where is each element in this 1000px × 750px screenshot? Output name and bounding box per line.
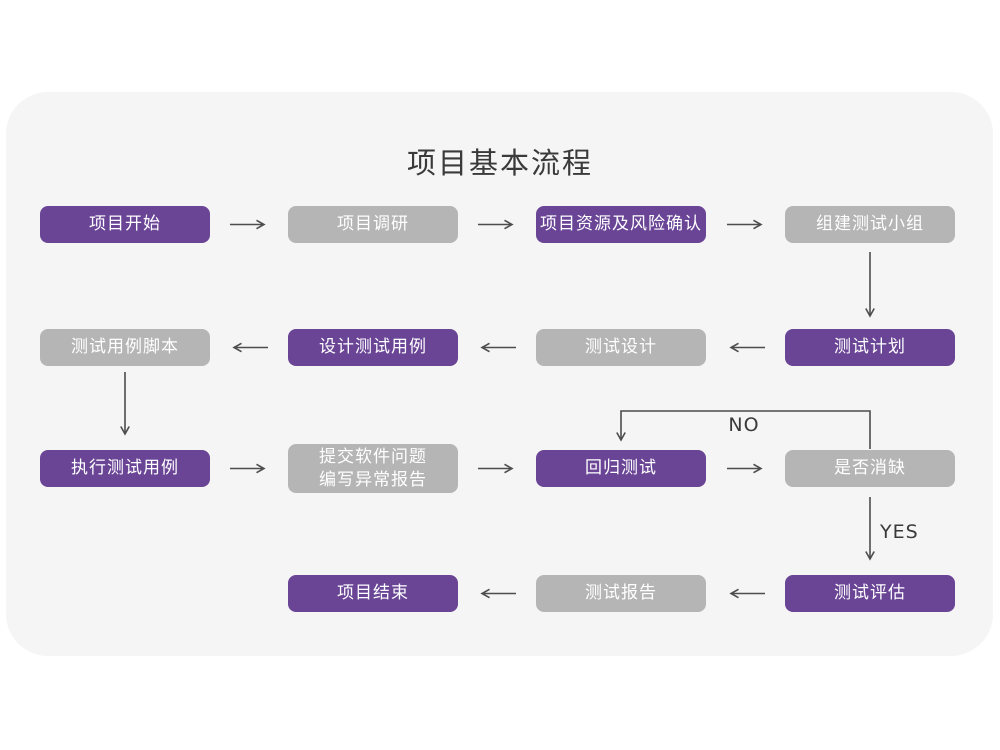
flow-node-label: 是否消缺 — [834, 458, 906, 479]
flow-node-label: 测试用例脚本 — [71, 337, 179, 358]
flow-node-label: 设计测试用例 — [319, 337, 427, 358]
flow-node-label: 测试评估 — [834, 583, 906, 604]
flow-node-test-case-script: 测试用例脚本 — [40, 329, 210, 366]
flow-node-label: 测试计划 — [834, 337, 906, 358]
flow-node-project-start: 项目开始 — [40, 206, 210, 243]
flow-node-project-end: 项目结束 — [288, 575, 458, 612]
flow-node-label: 项目结束 — [337, 583, 409, 604]
flow-node-resource-risk: 项目资源及风险确认 — [536, 206, 706, 243]
flow-node-execute-test-case: 执行测试用例 — [40, 450, 210, 487]
flow-node-submit-issue-report: 提交软件问题 编写异常报告 — [288, 444, 458, 493]
flow-node-label: 测试设计 — [585, 337, 657, 358]
flow-node-label: 项目资源及风险确认 — [540, 214, 702, 235]
diagram-title: 项目基本流程 — [406, 146, 593, 180]
flow-node-test-plan: 测试计划 — [785, 329, 955, 366]
flow-node-defect-cleared: 是否消缺 — [785, 450, 955, 487]
flow-node-label: 项目开始 — [89, 214, 161, 235]
flowchart-card — [6, 92, 993, 656]
flow-node-test-evaluation: 测试评估 — [785, 575, 955, 612]
flow-node-test-report: 测试报告 — [536, 575, 706, 612]
flow-node-design-test-case: 设计测试用例 — [288, 329, 458, 366]
flow-node-build-test-team: 组建测试小组 — [785, 206, 955, 243]
flow-node-label: 执行测试用例 — [71, 458, 179, 479]
flow-node-label: 测试报告 — [585, 583, 657, 604]
flow-node-label: 组建测试小组 — [816, 214, 924, 235]
flow-node-label: 提交软件问题 编写异常报告 — [319, 447, 427, 490]
flow-node-test-design: 测试设计 — [536, 329, 706, 366]
flow-node-regression-test: 回归测试 — [536, 450, 706, 487]
flow-node-label: 回归测试 — [585, 458, 657, 479]
flow-node-label: 项目调研 — [337, 214, 409, 235]
edge-label-no: NO — [728, 414, 760, 436]
edge-label-yes: YES — [880, 521, 919, 543]
flow-node-project-research: 项目调研 — [288, 206, 458, 243]
